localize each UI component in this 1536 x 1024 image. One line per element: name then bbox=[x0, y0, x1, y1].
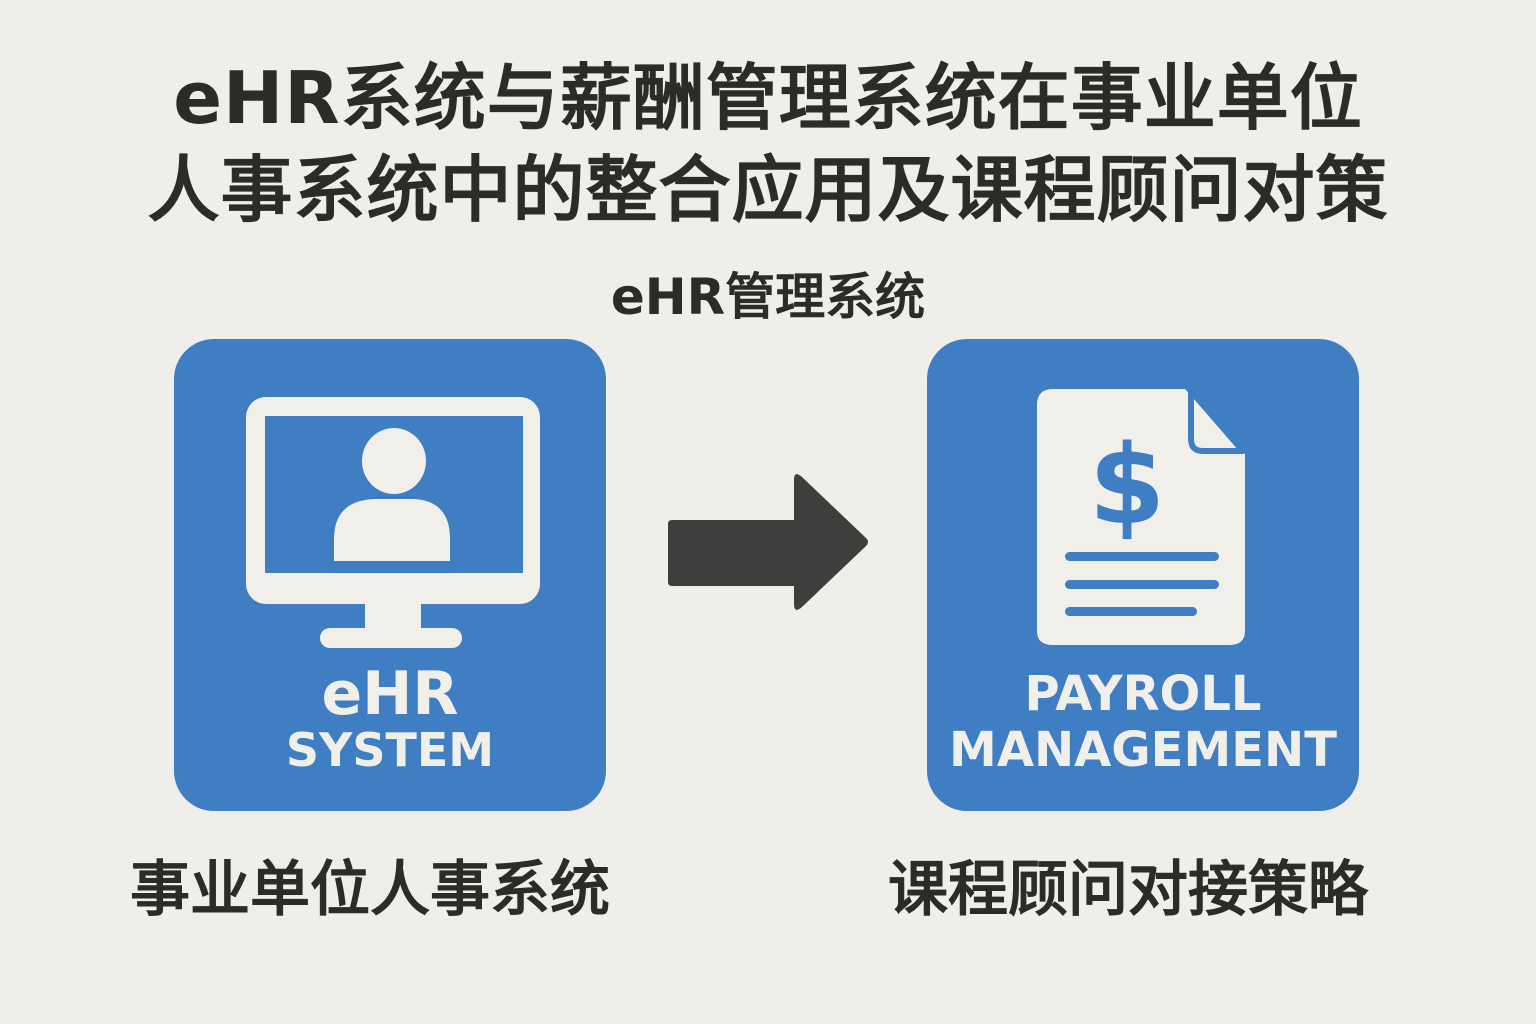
subtitle: eHR管理系统 bbox=[610, 268, 926, 326]
payroll-label: PAYROLL bbox=[1024, 666, 1262, 722]
right-caption: 课程顾问对接策略 bbox=[888, 855, 1368, 925]
title-line-2: 人事系统中的整合应用及课程顾问对策 bbox=[147, 148, 1389, 232]
dollar-sign-icon: $ bbox=[1089, 421, 1166, 549]
management-label: MANAGEMENT bbox=[949, 722, 1337, 778]
right-arrow-icon bbox=[668, 474, 868, 610]
payroll-management-card: $ PAYROLL MANAGEMENT bbox=[927, 339, 1359, 811]
ehr-system-card: eHR SYSTEM bbox=[174, 339, 606, 811]
left-caption: 事业单位人事系统 bbox=[130, 855, 610, 925]
main-title: eHR系统与薪酬管理系统在事业单位 人事系统中的整合应用及课程顾问对策 bbox=[0, 52, 1536, 236]
payroll-document-dollar-icon: $ bbox=[1037, 388, 1246, 645]
ehr-label: eHR bbox=[321, 659, 459, 729]
title-line-1: eHR系统与薪酬管理系统在事业单位 bbox=[173, 56, 1363, 140]
monitor-user-icon bbox=[246, 397, 540, 648]
system-label: SYSTEM bbox=[285, 723, 495, 777]
